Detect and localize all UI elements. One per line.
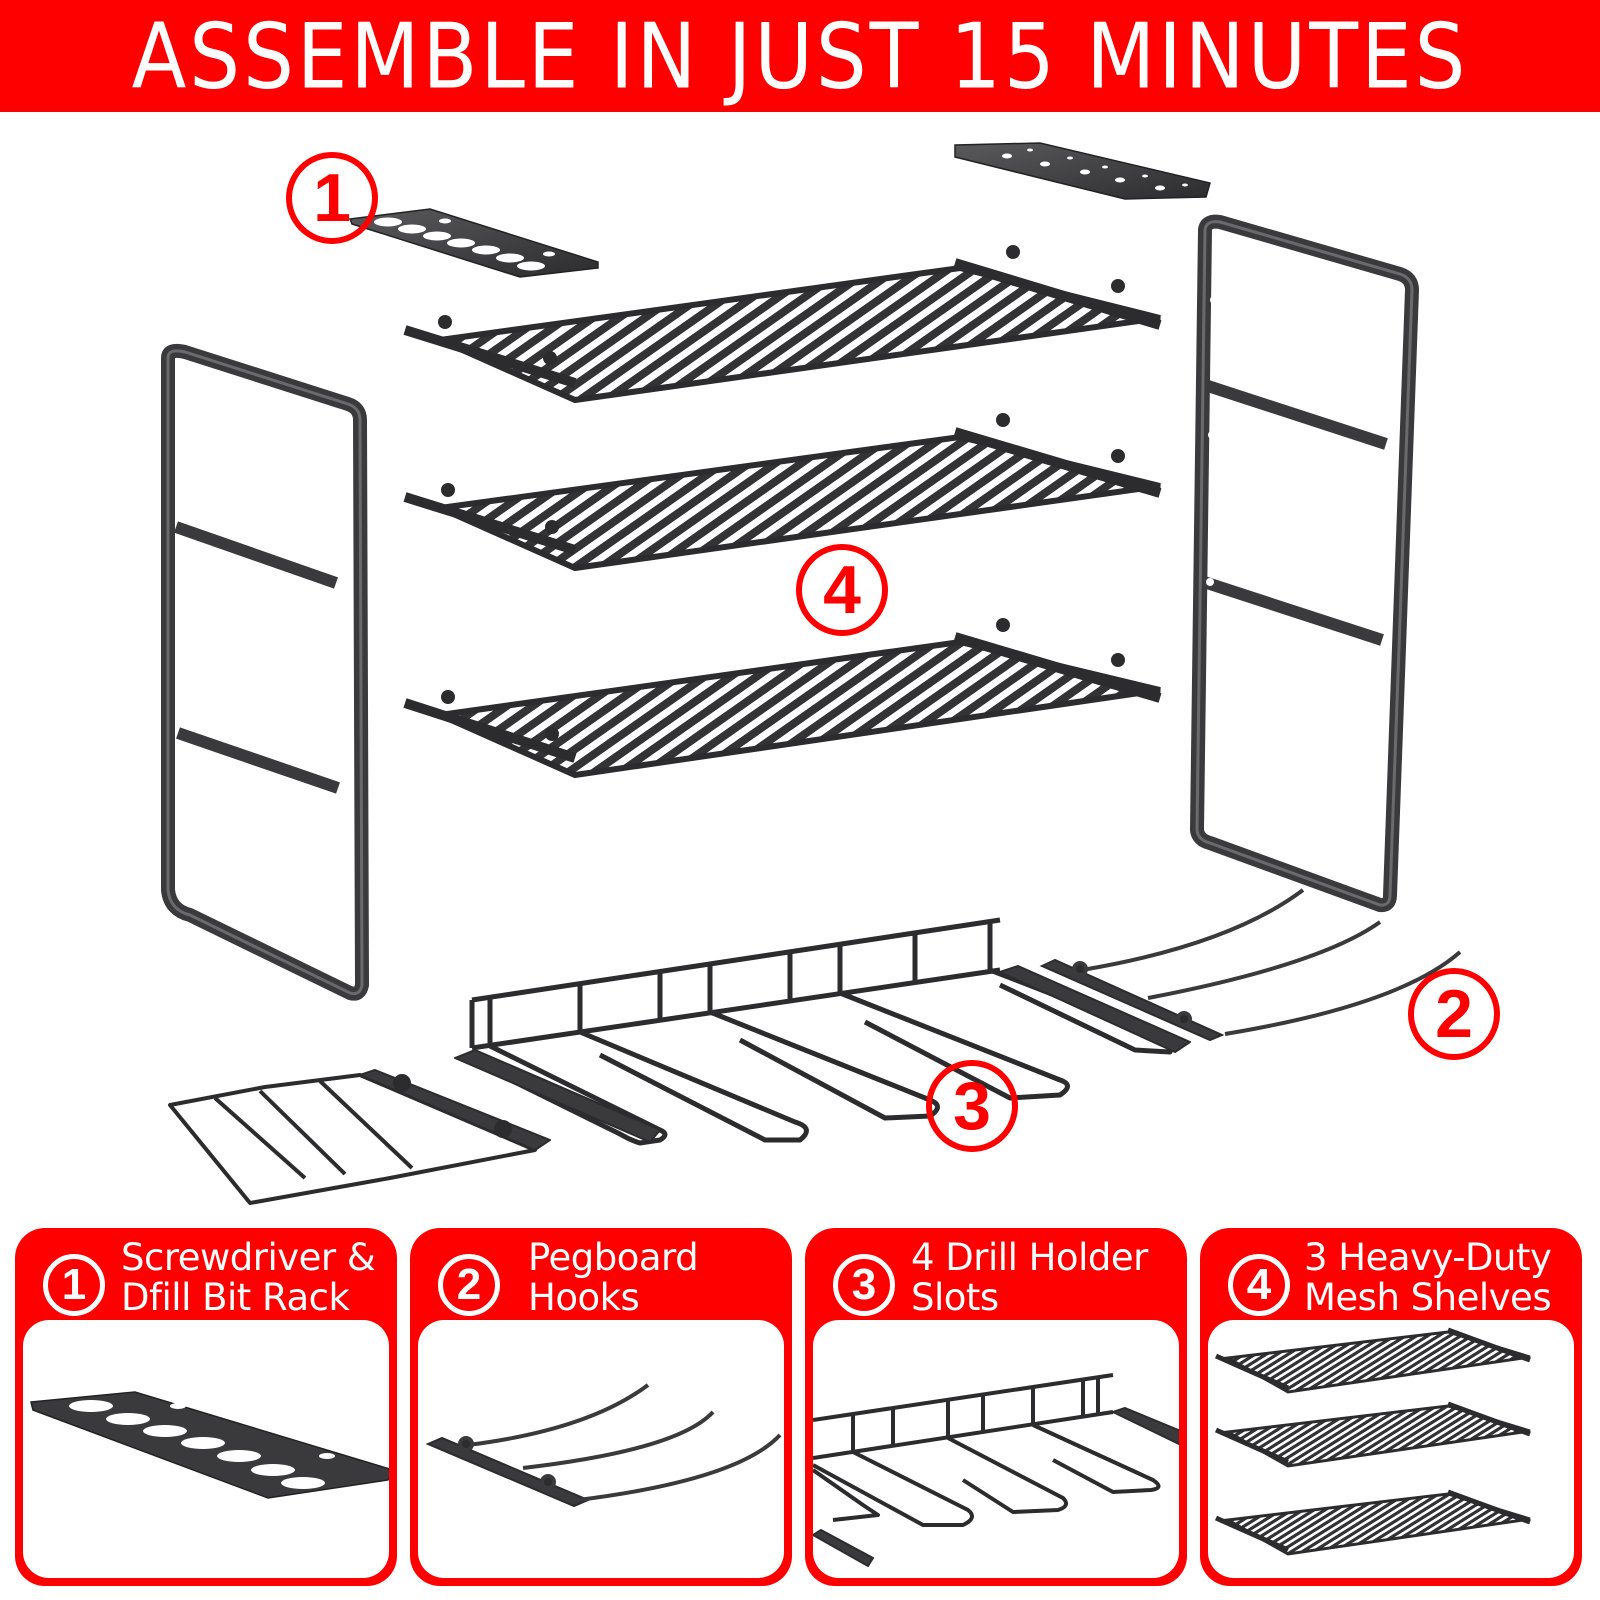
drill-bit-rack-icon bbox=[30, 1391, 389, 1499]
banner-title: ASSEMBLE IN JUST 15 MINUTES bbox=[131, 3, 1469, 109]
card-image-rack bbox=[23, 1320, 389, 1578]
exploded-assembly-diagram: 1 4 2 3 bbox=[0, 112, 1600, 1222]
right-side-frame bbox=[1190, 214, 1419, 913]
accessory-basket bbox=[168, 1069, 551, 1205]
card-number-badge: 1 bbox=[43, 1254, 105, 1316]
top-mounting-plate bbox=[954, 142, 1211, 200]
card-image-drill-holder bbox=[813, 1320, 1179, 1578]
feature-card-hooks: 2 Pegboard Hooks bbox=[410, 1228, 792, 1586]
feature-card-shelves: 4 3 Heavy-Duty Mesh Shelves bbox=[1200, 1228, 1582, 1586]
pegboard-hooks-icon bbox=[425, 1383, 782, 1508]
mesh-shelf-2 bbox=[403, 413, 1162, 572]
card-header: 3 4 Drill Holder Slots bbox=[813, 1236, 1179, 1318]
mesh-shelf-icon-3 bbox=[1214, 1489, 1531, 1556]
screwdriver-rack-plate bbox=[348, 208, 599, 278]
card-header: 4 3 Heavy-Duty Mesh Shelves bbox=[1208, 1236, 1574, 1318]
callout-3: 3 bbox=[926, 1060, 1018, 1152]
left-side-frame bbox=[161, 343, 369, 1001]
drill-holder bbox=[454, 917, 1191, 1146]
card-header: 2 Pegboard Hooks bbox=[418, 1236, 784, 1318]
callout-4: 4 bbox=[796, 544, 888, 636]
card-title: Screwdriver & Dfill Bit Rack bbox=[121, 1236, 376, 1319]
mesh-shelf-3 bbox=[403, 618, 1162, 779]
card-title: 3 Heavy-Duty Mesh Shelves bbox=[1304, 1236, 1552, 1319]
pegboard-hook-bar bbox=[1039, 888, 1462, 1042]
card-image-hooks bbox=[418, 1320, 784, 1578]
card-title: Pegboard Hooks bbox=[528, 1236, 699, 1319]
banner: ASSEMBLE IN JUST 15 MINUTES bbox=[0, 0, 1600, 112]
mesh-shelf-icon-2 bbox=[1214, 1401, 1531, 1468]
callout-1: 1 bbox=[286, 152, 378, 244]
feature-card-rack: 1 Screwdriver & Dfill Bit Rack bbox=[15, 1228, 397, 1586]
card-image-shelves bbox=[1208, 1320, 1574, 1578]
card-number-badge: 3 bbox=[833, 1254, 895, 1316]
mesh-shelf-icon-1 bbox=[1214, 1327, 1531, 1394]
card-number-badge: 2 bbox=[438, 1254, 500, 1316]
card-header: 1 Screwdriver & Dfill Bit Rack bbox=[23, 1236, 389, 1318]
callout-2: 2 bbox=[1408, 968, 1500, 1060]
feature-cards: 1 Screwdriver & Dfill Bit Rack bbox=[0, 1228, 1600, 1590]
mesh-shelf-1 bbox=[403, 245, 1162, 404]
card-number-badge: 4 bbox=[1228, 1254, 1290, 1316]
drill-holder-icon bbox=[813, 1373, 1179, 1567]
card-title: 4 Drill Holder Slots bbox=[911, 1236, 1148, 1319]
feature-card-drill-holder: 3 4 Drill Holder Slots bbox=[805, 1228, 1187, 1586]
